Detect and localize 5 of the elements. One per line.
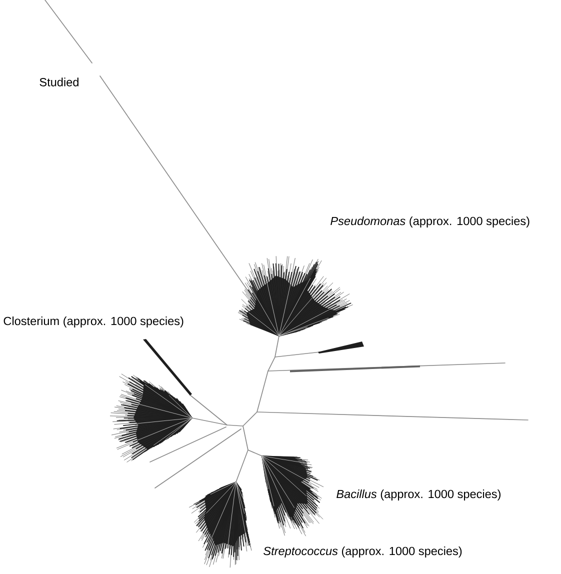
clade-label: Pseudomonas (approx. 1000 species) (330, 216, 530, 228)
clade-label: Closterium (approx. 1000 species) (4, 316, 184, 328)
clade-label: Bacillus (approx. 1000 species) (336, 490, 500, 500)
clade-label: Streptococcus (approx. 1000 species) (264, 546, 462, 558)
branch-label: Studied (40, 78, 78, 86)
